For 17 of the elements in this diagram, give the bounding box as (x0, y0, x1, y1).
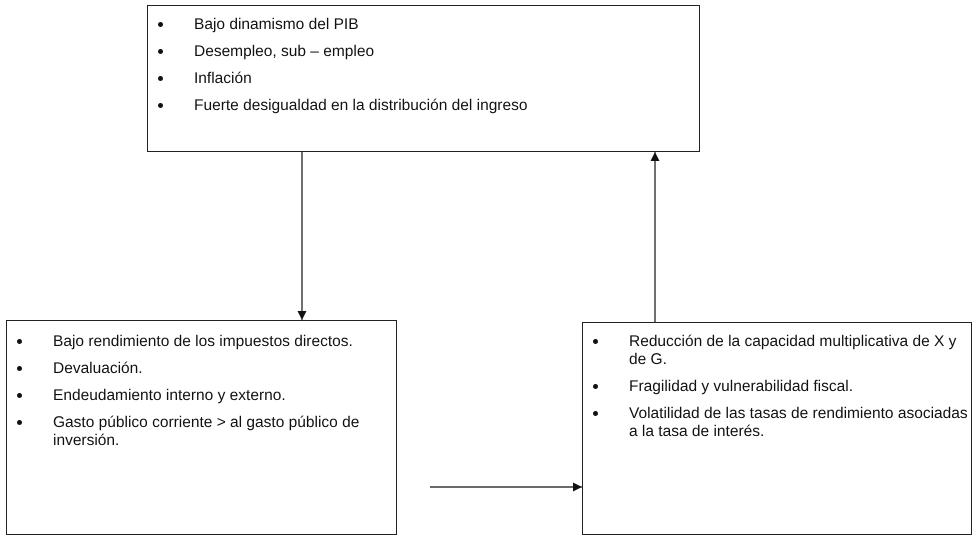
list-item: Fuerte desigualdad en la distribución del ingreso (148, 97, 699, 115)
list-item: Devaluación. (7, 360, 396, 378)
list-item: Volatilidad de las tasas de rendimiento asociadas a la tasa de interés. (583, 405, 971, 441)
list-item: Bajo dinamismo del PIB (148, 16, 699, 34)
arrow (430, 482, 582, 492)
list-item: Fragilidad y vulnerabilidad fiscal. (583, 378, 971, 396)
list-item: Bajo rendimiento de los impuestos directos. (7, 333, 396, 351)
text-box (582, 322, 972, 535)
list-item: Endeudamiento interno y externo. (7, 387, 396, 405)
arrow (298, 152, 306, 320)
arrow (650, 152, 660, 322)
list-item: Inflación (148, 70, 699, 88)
list-item: Reducción de la capacidad multiplicativa de X y de G. (583, 333, 971, 369)
text-box (6, 320, 397, 535)
text-box (147, 5, 700, 152)
list-item: Desempleo, sub – empleo (148, 43, 699, 61)
list-item: Gasto público corriente > al gasto público de inversión. (7, 414, 396, 450)
